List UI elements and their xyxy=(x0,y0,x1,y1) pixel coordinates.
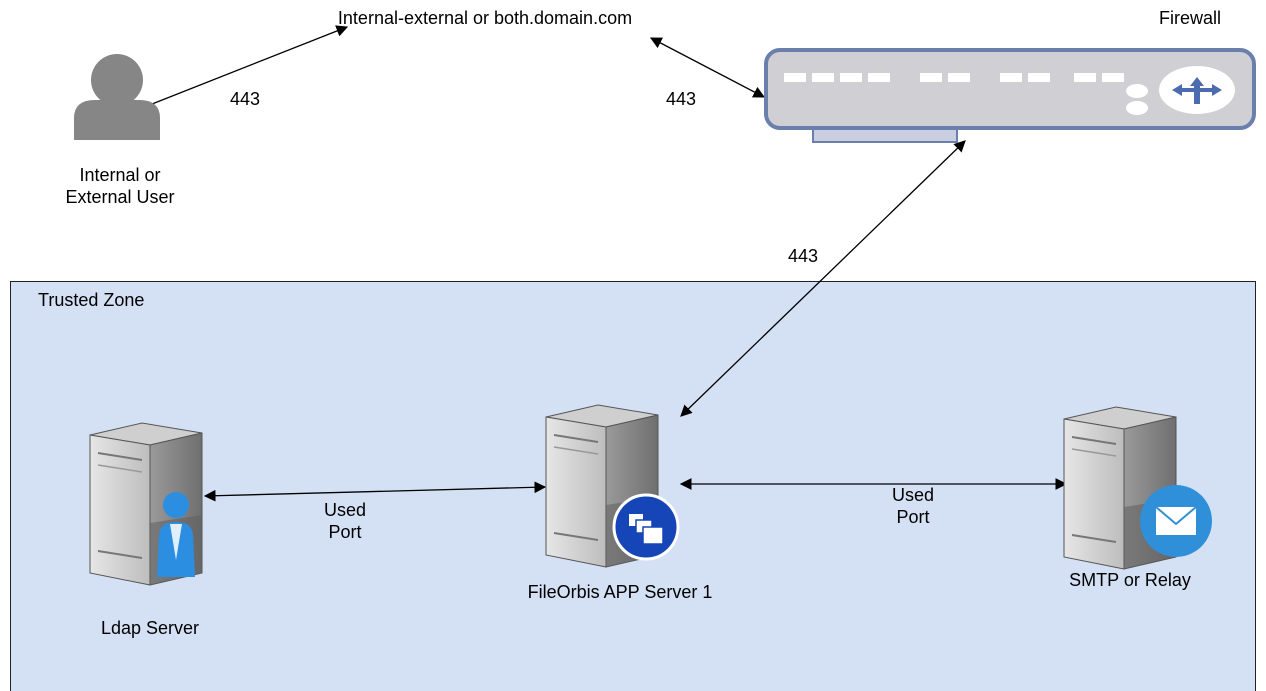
edge-firewall-app xyxy=(680,140,966,417)
edge-label-domain-firewall: 443 xyxy=(665,89,697,109)
mail-server-icon xyxy=(1063,406,1212,570)
smtp-server-label: SMTP or Relay xyxy=(1069,570,1191,590)
user-label-line1: Internal or xyxy=(79,165,161,185)
edge-label-app-smtp-line2: Port xyxy=(896,507,930,527)
app-server-label: FileOrbis APP Server 1 xyxy=(527,582,713,602)
edge-user-domain xyxy=(146,25,349,107)
edge-label-app-smtp: Used Port xyxy=(868,484,958,528)
edge-label-ldap-app: Used Port xyxy=(300,499,390,543)
edge-label-ldap-app-line1: Used xyxy=(323,500,367,520)
user-label: Internal or External User xyxy=(45,164,195,208)
firewall-label: Firewall xyxy=(1158,8,1221,28)
user-label-line2: External User xyxy=(65,187,175,207)
edge-label-app-smtp-line1: Used xyxy=(891,485,935,505)
edge-label-firewall-app: 443 xyxy=(787,246,819,266)
trusted-zone-label: Trusted Zone xyxy=(38,290,145,310)
edge-label-ldap-app-line2: Port xyxy=(328,522,362,542)
domain-label: Internal-external or both.domain.com xyxy=(337,8,633,28)
ldap-server-label: Ldap Server xyxy=(100,618,200,638)
ldap-server-icon xyxy=(89,422,203,586)
edge-label-user-domain: 443 xyxy=(229,89,261,109)
user-icon xyxy=(74,54,160,140)
edge-domain-firewall xyxy=(649,37,766,98)
firewall-router-icon xyxy=(764,48,1256,143)
app-server-icon xyxy=(545,404,680,568)
edge-ldap-app xyxy=(203,481,547,502)
